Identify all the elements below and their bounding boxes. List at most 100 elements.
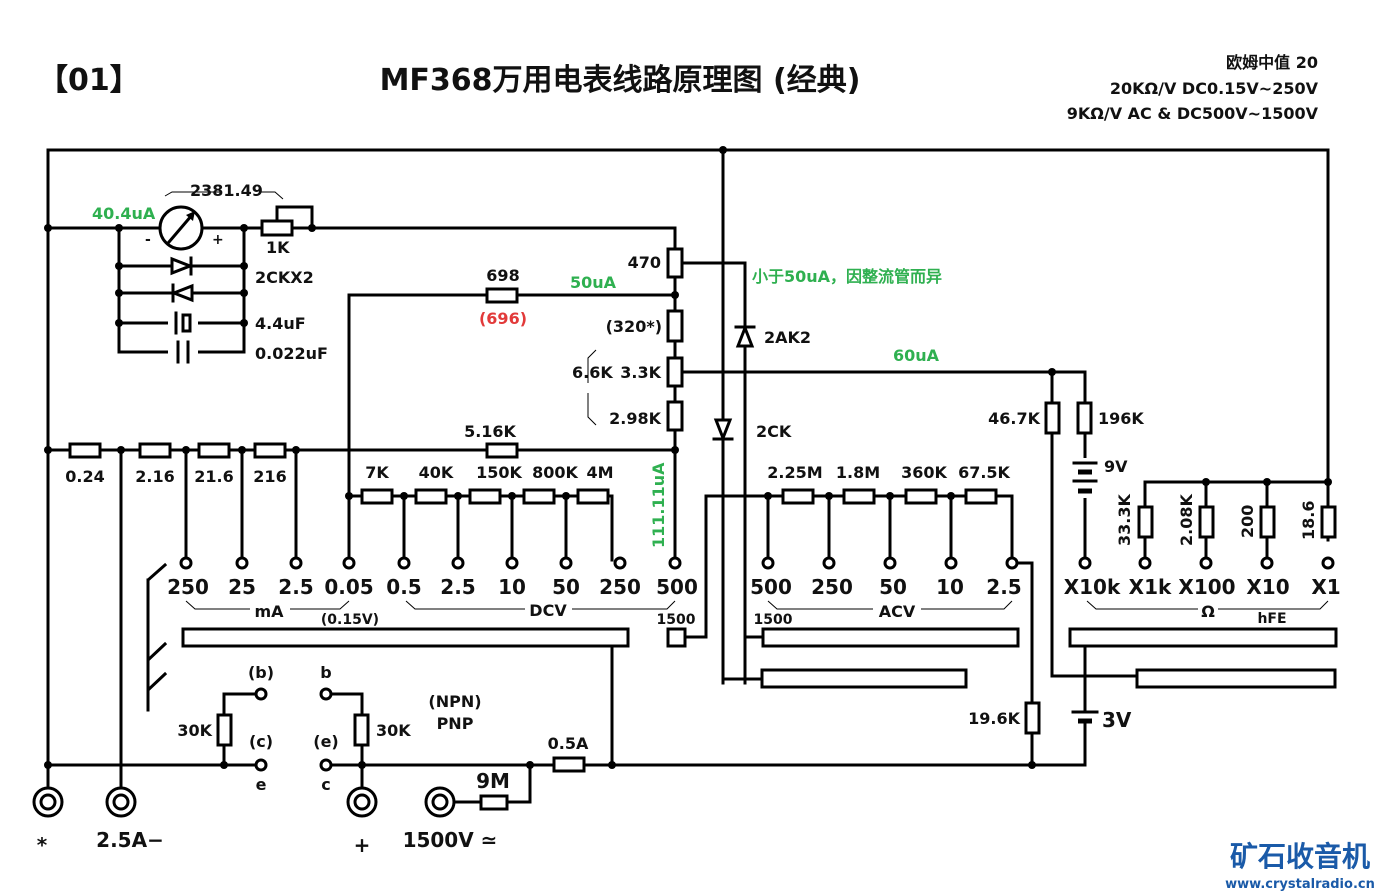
ohm-r3: 200 (1238, 505, 1257, 538)
fuse-label: 0.5A (548, 734, 589, 753)
ohm-r4: 18.6 (1299, 501, 1318, 540)
pot-1k (260, 219, 294, 237)
ohm-x100: X100 (1178, 575, 1235, 599)
shunt-r4: 216 (253, 467, 286, 486)
diode-forward-icon (170, 256, 195, 276)
spec-line-1: 欧姆中值 20 (1226, 53, 1318, 72)
acv-10: 10 (936, 575, 964, 599)
right-c: c (321, 775, 330, 794)
r470-label: 470 (628, 253, 661, 272)
ohm-r2: 2.08K (1177, 494, 1196, 546)
r46-7k-label: 46.7K (988, 409, 1040, 428)
ma-group-label: mA (254, 602, 284, 621)
current-60ua: 60uA (893, 346, 940, 365)
shunt-chain: 470 698 (696) 50uA (320*) 6.6K 3.3K 2.98… (347, 226, 1087, 685)
acv-250: 250 (811, 575, 853, 599)
r19-6k-label: 19.6K (968, 709, 1020, 728)
acv-2-5: 2.5 (986, 575, 1021, 599)
type-pnp: PNP (437, 714, 474, 733)
pot-label: 1K (266, 238, 290, 257)
acv-50: 50 (879, 575, 907, 599)
left-c: (c) (249, 732, 273, 751)
dcv-2-5: 2.5 (440, 575, 475, 599)
battery-9v-label: 9V (1104, 457, 1128, 476)
acv-range: 2.25M 1.8M 360K 67.5K (704, 463, 1034, 767)
dcv-250: 250 (599, 575, 641, 599)
ohm-group-label: Ω (1201, 602, 1215, 621)
dcv-500: 500 (656, 575, 698, 599)
r9m-label: 9M (476, 769, 510, 793)
ohm-range: 46.7K 196K 9V 33.3K 2.08K 200 18.6 19.6K… (968, 368, 1337, 767)
transistor-socket: (b) (c) e 30K b (e) c 30K (NPN) PNP 0.5A (44, 663, 1087, 794)
switch-bar-hfe (1135, 668, 1337, 689)
ohm-x1: X1 (1311, 575, 1340, 599)
acv-r4: 67.5K (958, 463, 1010, 482)
dcv-r5: 4M (586, 463, 613, 482)
left-30k: 30K (177, 721, 212, 740)
jack-amp-label: 2.5A− (96, 828, 164, 852)
meter-section: 40.4uA 2381.49 - + 1K 2CKX2 4.4uF 0.022u… (44, 181, 677, 364)
ma-0-05: 0.05 (324, 575, 373, 599)
spec-line-2: 20KΩ/V DC0.15V~250V (1110, 79, 1319, 98)
dcv-group-label: DCV (529, 601, 567, 620)
jack-common-label: * (37, 833, 48, 857)
range-terminals[interactable] (179, 556, 1335, 570)
ohm-r1: 33.3K (1115, 494, 1134, 546)
dcv-extra-1500: 1500 (657, 612, 696, 628)
type-npn: (NPN) (428, 692, 481, 711)
ohm-x1k: X1k (1129, 575, 1172, 599)
rectifier: 2AK2 2CK (712, 323, 811, 443)
main-wires (46, 146, 1330, 767)
acv-r3: 360K (901, 463, 947, 482)
diode-2ck-icon (713, 418, 733, 443)
diode-2ck-label: 2CK (756, 422, 792, 441)
diagram-title: MF368万用电表线路原理图 (经典) (380, 63, 861, 98)
acv-extra-1500: 1500 (754, 612, 793, 628)
shunt-r2: 2.16 (135, 467, 174, 486)
r698-alt-label: (696) (479, 309, 527, 328)
current-111ua: 111.11uA (649, 462, 668, 548)
dcv-r3: 150K (476, 463, 522, 482)
diode-reverse-icon (169, 283, 194, 303)
dcv-r2: 40K (419, 463, 454, 482)
selector-switch[interactable] (146, 562, 1338, 769)
dcv-0-5: 0.5 (386, 575, 421, 599)
dcv-10: 10 (498, 575, 526, 599)
diode-2ak2-icon (735, 323, 755, 348)
right-e: (e) (313, 732, 338, 751)
current-50ua: 50uA (570, 273, 617, 292)
shunt-r1: 0.24 (65, 467, 104, 486)
logo-cn: 矿石收音机 (1230, 840, 1370, 873)
shunt-r3: 21.6 (194, 467, 233, 486)
spec-line-3: 9KΩ/V AC & DC500V~1500V (1067, 104, 1319, 123)
r196k-label: 196K (1098, 409, 1144, 428)
switch-bar-ohm (1068, 627, 1338, 648)
ma-250: 250 (167, 575, 209, 599)
meter-current: 40.4uA (92, 204, 156, 223)
site-logo: 矿石收音机 www.crystalradio.cn (1225, 840, 1375, 892)
bracket-6-6k: 6.6K (572, 363, 613, 382)
switch-bar-1500 (666, 627, 687, 648)
jack-hv-label: 1500V ≃ (403, 828, 498, 852)
right-30k: 30K (376, 721, 411, 740)
diagram-index: 【01】 (38, 63, 140, 98)
logo-url: www.crystalradio.cn (1225, 877, 1375, 892)
dcv-r4: 800K (532, 463, 578, 482)
dcv-range: 7K 40K 150K 800K 4M (345, 463, 614, 562)
ohm-x10: X10 (1246, 575, 1289, 599)
dcv-50: 50 (552, 575, 580, 599)
left-e: e (256, 775, 267, 794)
cap1-label: 4.4uF (255, 314, 306, 333)
input-jacks[interactable]: 9M * 2.5A− + 1500V ≃ (32, 763, 532, 857)
dcv-r1: 7K (365, 463, 389, 482)
acv-r2: 1.8M (836, 463, 880, 482)
r320-label: (320*) (606, 317, 662, 336)
acv-500: 500 (750, 575, 792, 599)
acv-r1: 2.25M (767, 463, 822, 482)
left-b: (b) (248, 663, 274, 682)
rectifier-note: 小于50uA，因整流管而异 (752, 267, 942, 286)
ohm-x10k: X10k (1064, 575, 1121, 599)
jack-plus-label: + (354, 833, 371, 857)
cap2-label: 0.022uF (255, 344, 328, 363)
